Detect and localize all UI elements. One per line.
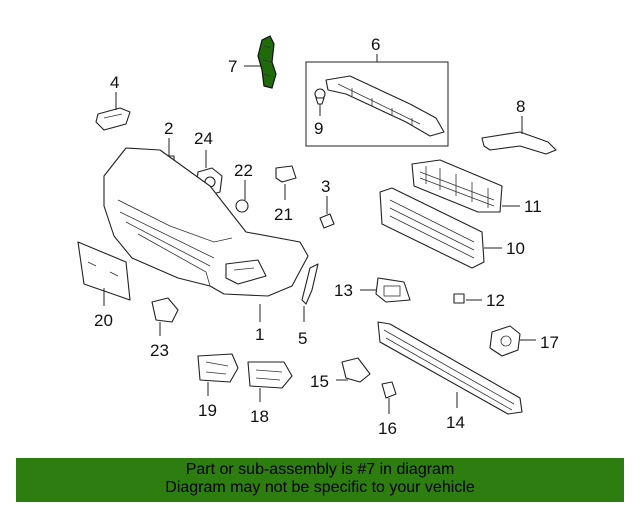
part-12-small-clip[interactable] (453, 293, 465, 304)
callout-12[interactable]: 12 (486, 291, 505, 310)
callout-7[interactable]: 7 (228, 57, 237, 76)
part-15-bracket[interactable] (341, 357, 371, 383)
part-6-reinforcement[interactable] (325, 75, 445, 137)
callout-9[interactable]: 9 (314, 119, 323, 138)
callout-1[interactable]: 1 (255, 325, 264, 344)
part-13-bracket[interactable] (375, 277, 411, 303)
callout-3[interactable]: 3 (321, 177, 330, 196)
info-banner: Part or sub-assembly is #7 in diagram Di… (16, 458, 624, 502)
callout-13[interactable]: 13 (334, 281, 353, 300)
part-16-clip[interactable] (381, 381, 397, 399)
callout-6[interactable]: 6 (371, 35, 380, 54)
part-7-bracket[interactable] (257, 35, 277, 89)
part-19-fog-lamp[interactable] (197, 353, 239, 383)
callout-20[interactable]: 20 (94, 311, 113, 330)
part-9-clip[interactable] (314, 88, 326, 105)
callout-14[interactable]: 14 (446, 413, 465, 432)
callout-11[interactable]: 11 (524, 197, 542, 216)
part-8-side-bracket[interactable] (481, 131, 557, 155)
part-11-upper-grille[interactable] (411, 159, 503, 213)
callout-17[interactable]: 17 (540, 333, 559, 352)
callout-21[interactable]: 21 (274, 205, 293, 224)
part-22-cap[interactable] (235, 199, 249, 213)
part-3-clip[interactable] (319, 213, 335, 229)
callout-19[interactable]: 19 (198, 401, 217, 420)
banner-line-1: Part or sub-assembly is #7 in diagram (185, 461, 455, 478)
part-5-strip[interactable] (301, 263, 319, 305)
callout-10[interactable]: 10 (506, 239, 525, 258)
callout-5[interactable]: 5 (298, 329, 307, 348)
part-4-bracket[interactable] (95, 107, 131, 131)
callout-8[interactable]: 8 (516, 97, 525, 116)
callout-18[interactable]: 18 (250, 407, 269, 426)
callout-22[interactable]: 22 (234, 161, 253, 180)
callout-15[interactable]: 15 (310, 372, 329, 391)
banner-line-2: Diagram may not be specific to your vehi… (165, 479, 475, 496)
callout-23[interactable]: 23 (150, 341, 169, 360)
part-14-reinforcement-bar[interactable] (377, 321, 523, 415)
callout-2[interactable]: 2 (164, 119, 173, 138)
part-20-license-bracket[interactable] (77, 241, 131, 301)
part-18-fog-lamp[interactable] (247, 361, 293, 389)
callout-4[interactable]: 4 (110, 73, 119, 92)
part-17-sensor-bracket[interactable] (489, 325, 521, 357)
callout-16[interactable]: 16 (378, 419, 397, 438)
part-23-bracket[interactable] (151, 297, 179, 323)
part-1-bumper-cover[interactable] (103, 147, 309, 297)
part-21-retainer[interactable] (275, 165, 297, 183)
part-10-lower-grille[interactable] (379, 187, 485, 269)
callout-24[interactable]: 24 (194, 129, 213, 148)
